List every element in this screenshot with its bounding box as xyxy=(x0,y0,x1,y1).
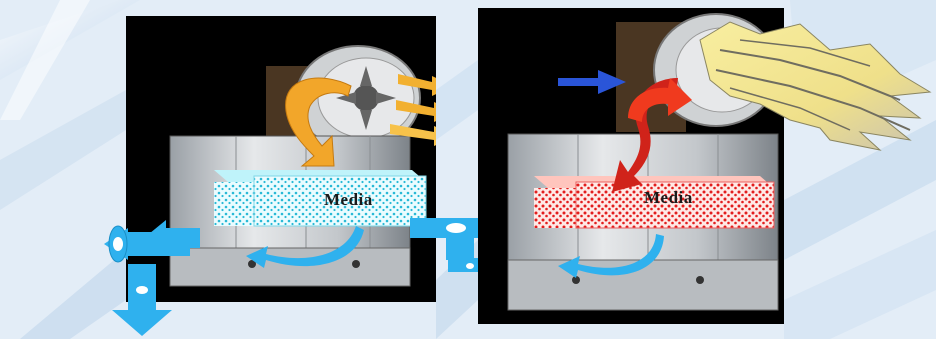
regeneration-diagram: Media xyxy=(0,0,936,339)
flame-icon xyxy=(0,0,936,339)
